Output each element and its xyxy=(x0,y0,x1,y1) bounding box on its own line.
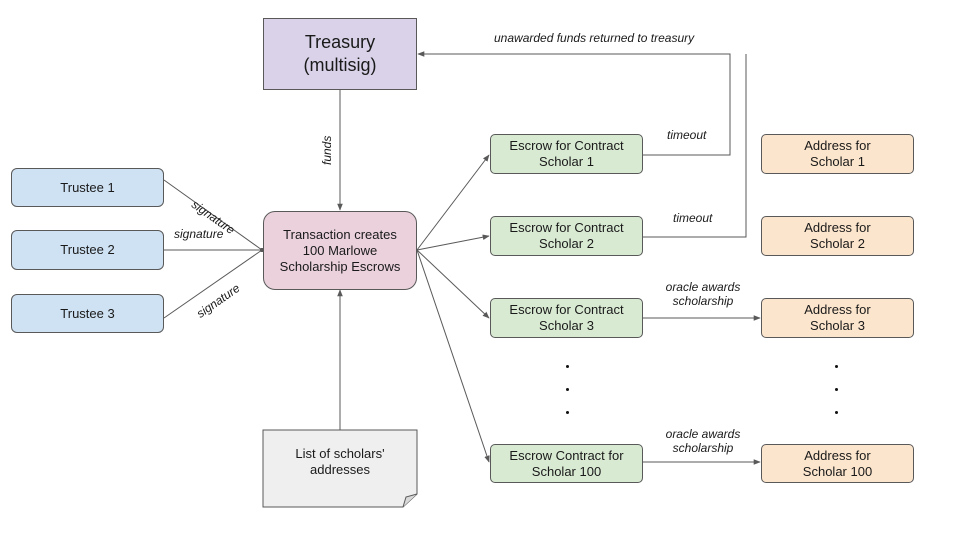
address-scholar-2-node: Address for Scholar 2 xyxy=(761,216,914,256)
trustee-3-node: Trustee 3 xyxy=(11,294,164,333)
escrow-1-create-edge xyxy=(416,154,490,251)
address-ellipsis-dot xyxy=(835,388,838,391)
escrow-scholar-2-node: Escrow for Contract Scholar 2 xyxy=(490,216,643,256)
address-scholar-3-node: Address for Scholar 3 xyxy=(761,298,914,338)
address-ellipsis-dot xyxy=(835,411,838,414)
trustee-1-signature-edge xyxy=(163,179,264,252)
address-scholar-100-node: Address for Scholar 100 xyxy=(761,444,914,483)
returned-funds-label: unawarded funds returned to treasury xyxy=(494,31,695,45)
funds-label: funds xyxy=(320,135,334,165)
treasury-node: Treasury (multisig) xyxy=(263,18,417,90)
trustee-1-node: Trustee 1 xyxy=(11,168,164,207)
escrow-ellipsis-dot xyxy=(566,388,569,391)
trustee-2-node: Trustee 2 xyxy=(11,230,164,270)
escrow-scholar-100-node: Escrow Contract for Scholar 100 xyxy=(490,444,643,483)
escrow-ellipsis-dot xyxy=(566,365,569,368)
oracle-label-3: oracle awards scholarship xyxy=(665,280,741,308)
scholar-list-node: List of scholars' addresses xyxy=(295,446,385,477)
timeout-label-2: timeout xyxy=(673,211,713,225)
address-ellipsis-dot xyxy=(835,365,838,368)
escrow-scholar-3-node: Escrow for Contract Scholar 3 xyxy=(490,298,643,338)
escrow-3-create-edge xyxy=(416,249,490,319)
escrow-ellipsis-dot xyxy=(566,411,569,414)
escrow-1-timeout-edge xyxy=(417,51,731,156)
timeout-label-1: timeout xyxy=(667,128,707,142)
escrow-scholar-1-node: Escrow for Contract Scholar 1 xyxy=(490,134,643,174)
escrow-2-timeout-edge xyxy=(643,54,747,238)
escrow-100-create-edge xyxy=(416,249,490,463)
trustee-3-signature-edge xyxy=(163,248,264,319)
signature-label-2: signature xyxy=(174,227,224,241)
escrow-2-create-edge xyxy=(416,234,490,251)
address-scholar-1-node: Address for Scholar 1 xyxy=(761,134,914,174)
transaction-node: Transaction creates 100 Marlowe Scholars… xyxy=(263,211,417,290)
oracle-label-100: oracle awards scholarship xyxy=(665,427,741,455)
